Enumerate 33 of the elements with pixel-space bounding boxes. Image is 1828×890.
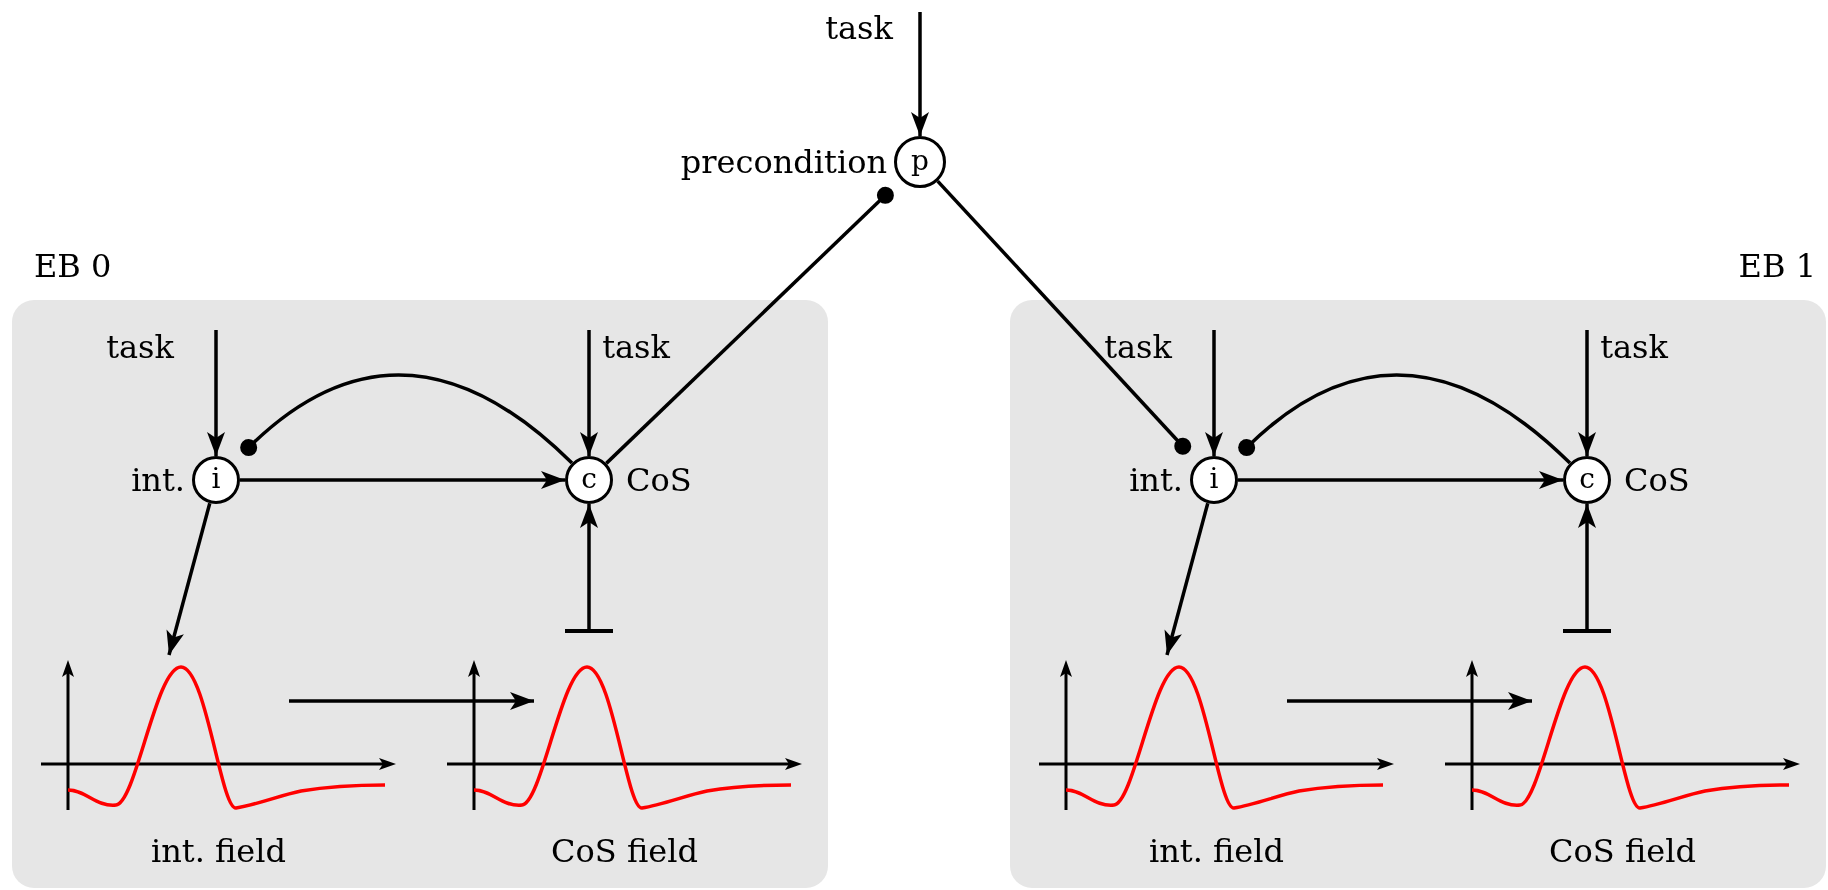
connector-line [1238,373,1572,465]
connector-line [936,179,1192,455]
panel-heading: EB 0 [34,250,112,282]
arrow [240,471,565,489]
arrow [580,330,598,456]
field-caption: int. field [1147,835,1285,867]
arrow [1578,330,1596,456]
input-label: task [1102,328,1174,366]
connector-line [240,373,574,465]
input-label: task [600,328,672,366]
arrow [911,12,929,136]
input-label: task [104,328,176,366]
arrow [565,504,613,633]
arrow [166,502,212,656]
arrow [207,330,225,456]
input-label: task [1598,328,1670,366]
field-caption: CoS field [1548,835,1697,867]
arrow [289,692,534,710]
connector-line [605,186,894,465]
arrow [1563,504,1611,633]
input-label: task [812,8,906,48]
node-label: int. [1129,464,1183,496]
node-label: precondition [680,146,887,178]
arrow [1164,502,1210,656]
field-caption: CoS field [550,835,699,867]
panel-heading: EB 1 [1738,250,1816,282]
node-label: int. [131,464,185,496]
arrow [1238,471,1563,489]
arrow [1287,692,1532,710]
arrow [1205,330,1223,456]
node-label: CoS [1624,464,1690,496]
field-caption: int. field [149,835,287,867]
node-label: CoS [626,464,692,496]
